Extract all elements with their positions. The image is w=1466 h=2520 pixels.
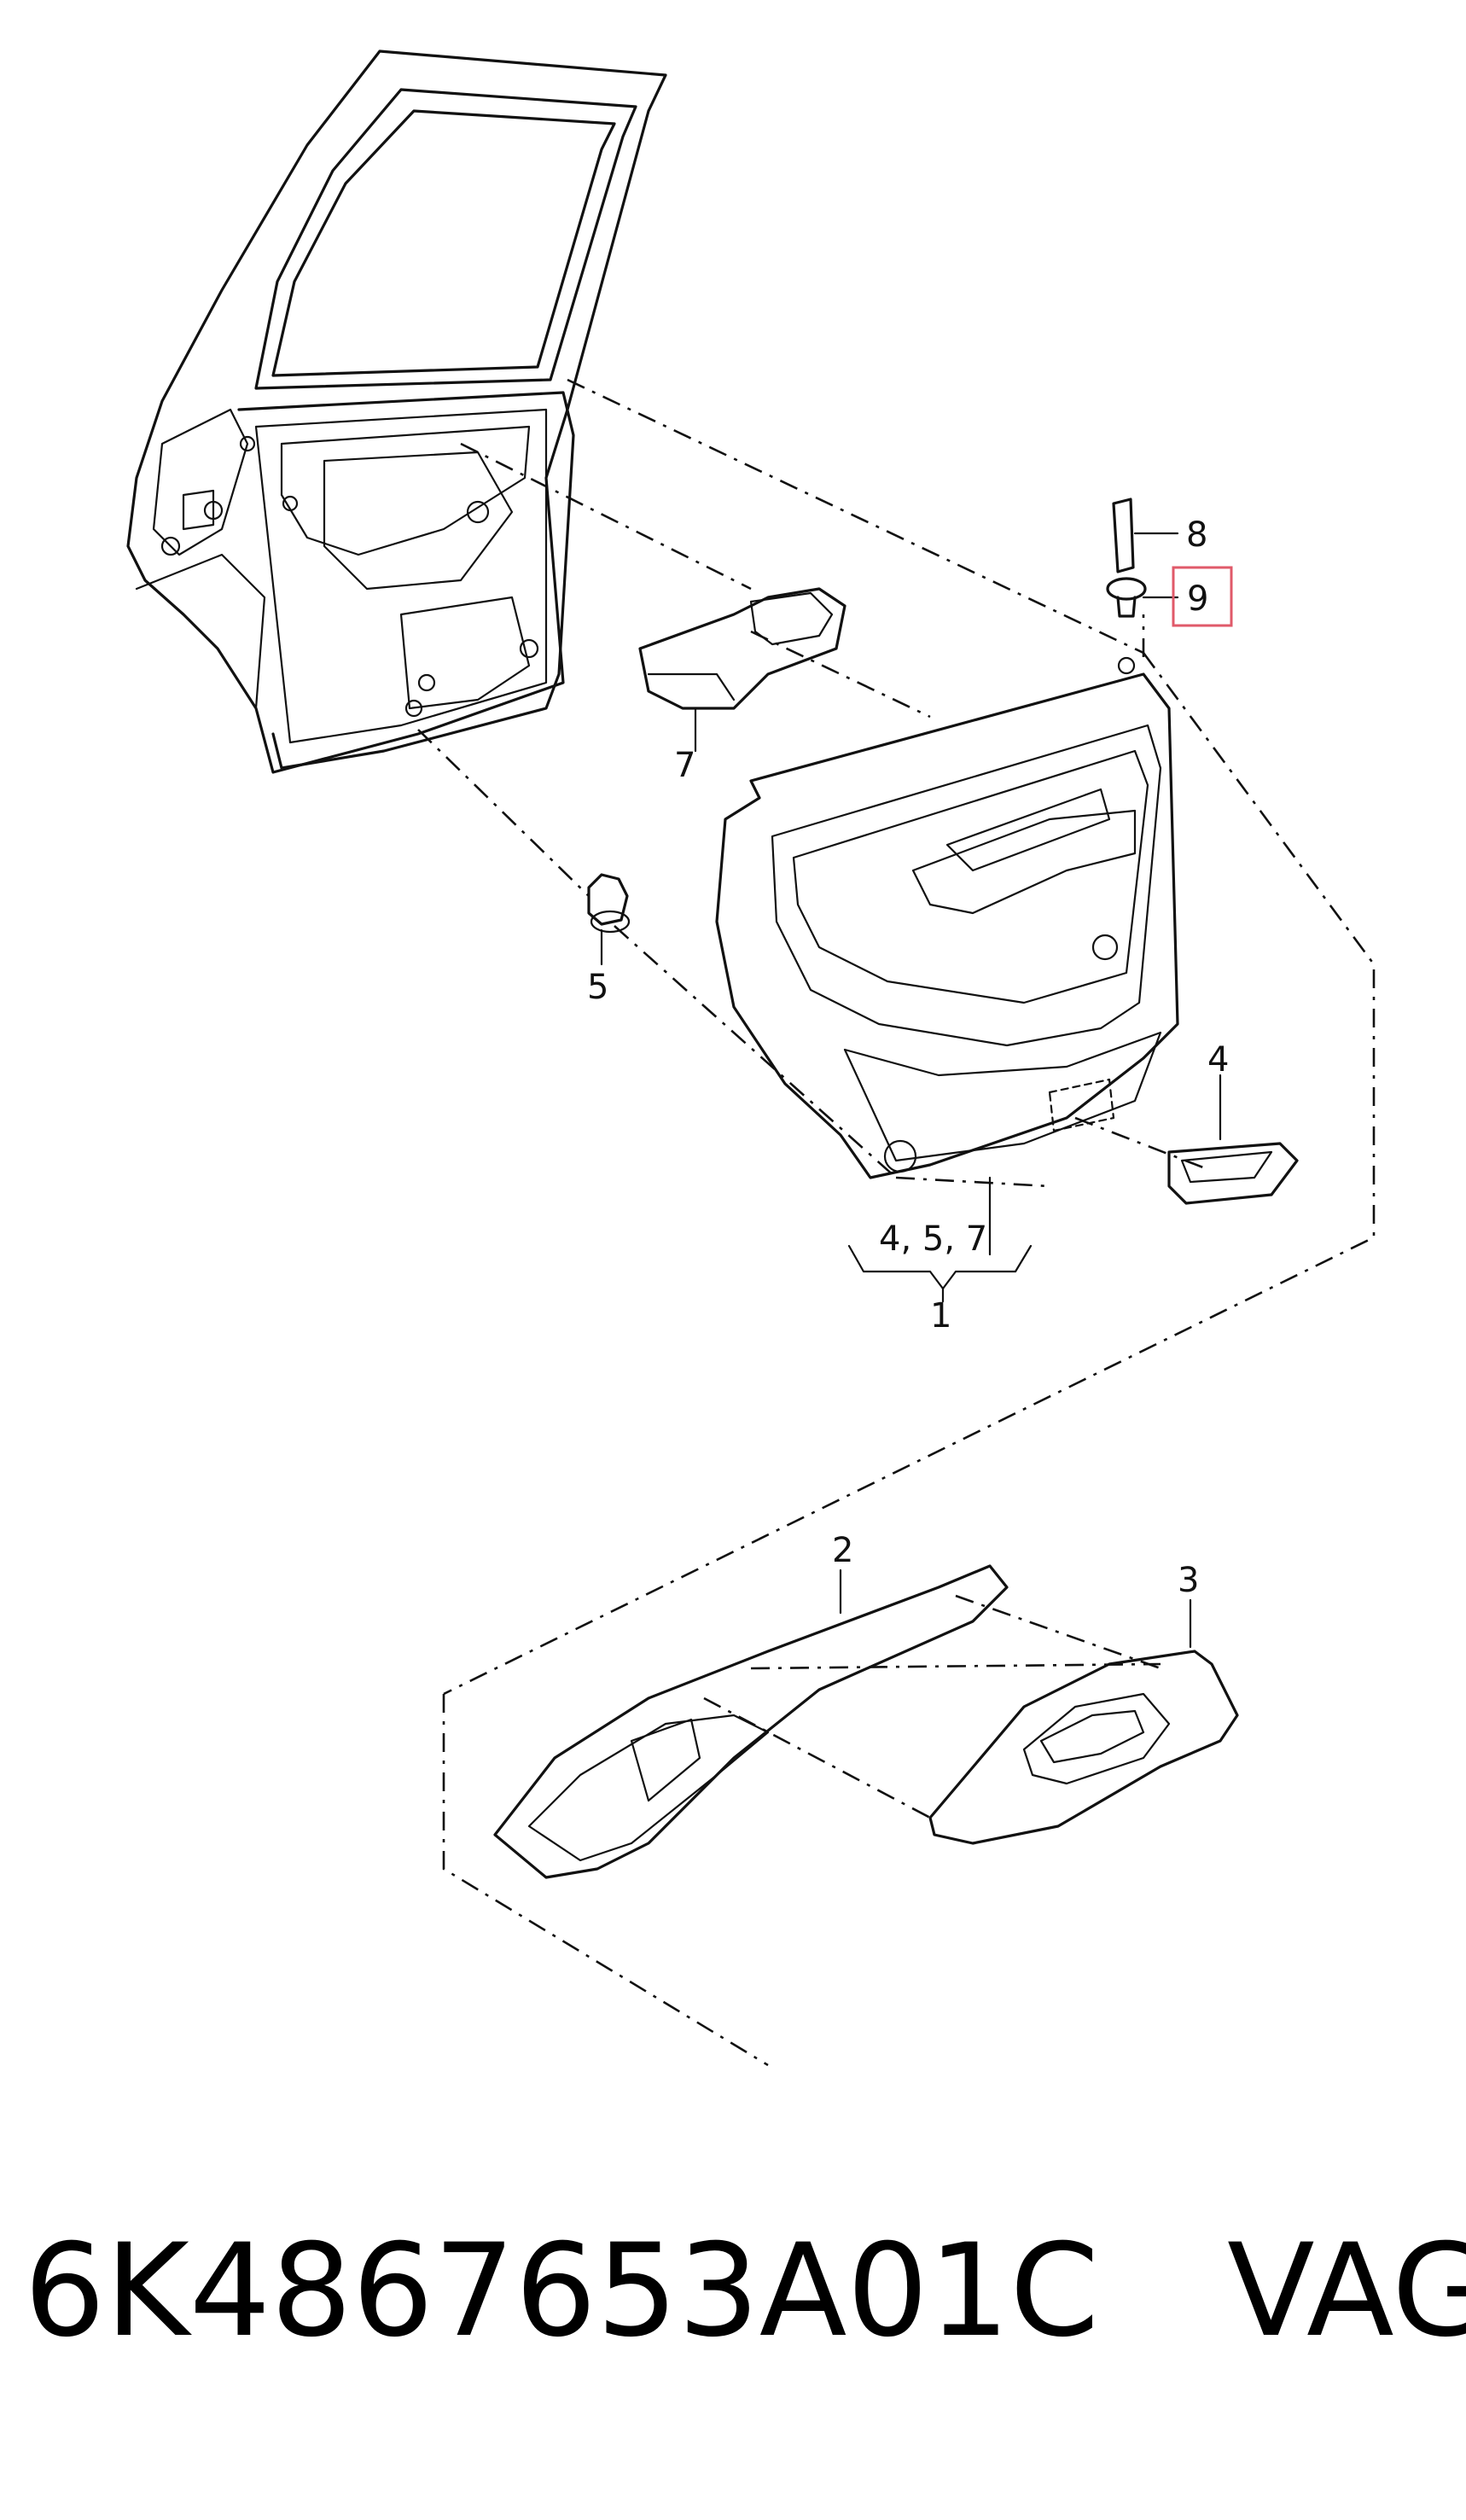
part-5-clip bbox=[587, 873, 631, 966]
callout-labels: 8 9 7 5 4 4, 5, 7 1 2 3 bbox=[587, 515, 1229, 1600]
callout-7: 7 bbox=[674, 746, 695, 785]
part-3-handle-bezel bbox=[928, 1598, 1239, 1845]
callout-5: 5 bbox=[587, 968, 608, 1007]
callout-2: 2 bbox=[832, 1531, 853, 1570]
door-shell bbox=[126, 49, 667, 774]
callout-3: 3 bbox=[1178, 1561, 1199, 1600]
part-9-clip bbox=[1106, 566, 1233, 627]
part-number-caption: 6K4867653A01C VAG bbox=[24, 2217, 1466, 2366]
part-4-vent bbox=[1167, 1074, 1299, 1205]
callout-1: 1 bbox=[930, 1296, 951, 1336]
door-trim-panel bbox=[715, 656, 1179, 1179]
part-2-armrest-trim bbox=[493, 1564, 1009, 1879]
brand-label: VAG bbox=[1227, 2217, 1466, 2366]
leader-lines bbox=[417, 378, 1376, 2067]
part-7-bracket bbox=[638, 587, 846, 753]
callout-4: 4 bbox=[1207, 1040, 1229, 1080]
part-8-pin bbox=[1112, 498, 1179, 573]
part-number: 6K4867653A01C bbox=[24, 2217, 1100, 2366]
callout-8: 8 bbox=[1186, 515, 1207, 555]
callout-4-5-7: 4, 5, 7 bbox=[879, 1219, 987, 1259]
callout-9: 9 bbox=[1187, 579, 1208, 619]
callout-bracket bbox=[847, 1176, 1033, 1303]
highlight-box bbox=[1172, 566, 1233, 627]
